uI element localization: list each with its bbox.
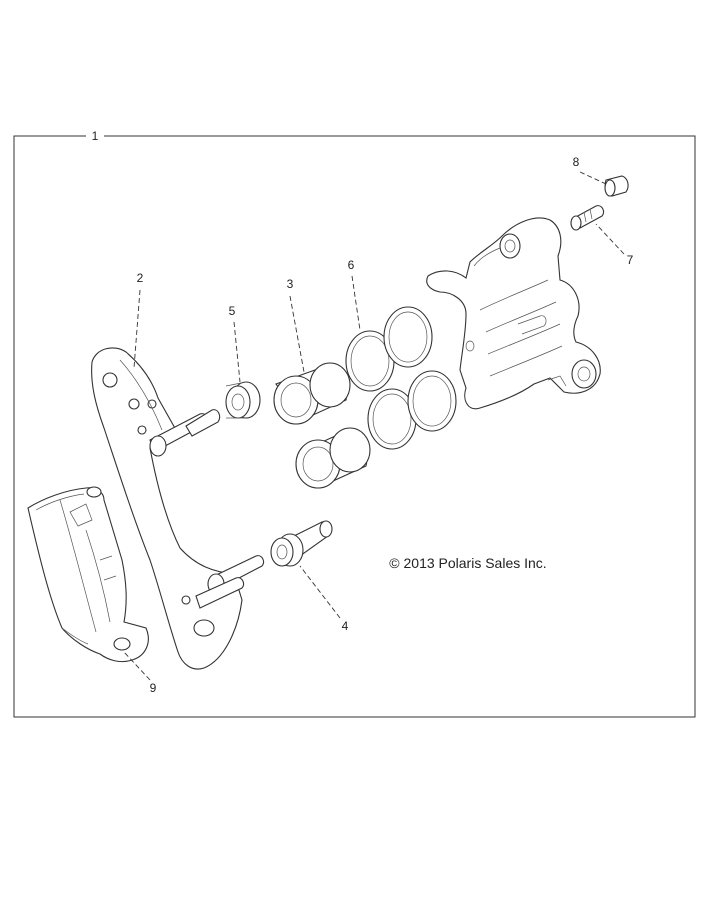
upper-pin-boot [225, 381, 261, 419]
lower-slide-pin [195, 555, 265, 609]
caliper-bracket [91, 347, 243, 670]
brake-pad [27, 486, 149, 663]
copyright-notice: © 2013 Polaris Sales Inc. [389, 555, 546, 571]
callout-4: 4 [342, 619, 349, 633]
upper-slide-pin [149, 409, 221, 457]
assembly-frame [13, 135, 696, 718]
callout-3: 3 [287, 277, 294, 291]
callout-8: 8 [573, 155, 580, 169]
piston-seals [345, 306, 457, 450]
piston-lower [295, 427, 371, 489]
callout-2: 2 [137, 271, 144, 285]
piston-upper [273, 362, 351, 425]
callout-1: 1 [92, 129, 99, 143]
bleeder-cap [604, 175, 629, 197]
caliper-housing [426, 217, 601, 410]
callout-7: 7 [627, 253, 634, 267]
callout-5: 5 [229, 304, 236, 318]
callout-6: 6 [348, 258, 355, 272]
bleeder-screw [570, 205, 605, 231]
callout-9: 9 [150, 681, 157, 695]
lower-pin-boot [270, 520, 333, 567]
